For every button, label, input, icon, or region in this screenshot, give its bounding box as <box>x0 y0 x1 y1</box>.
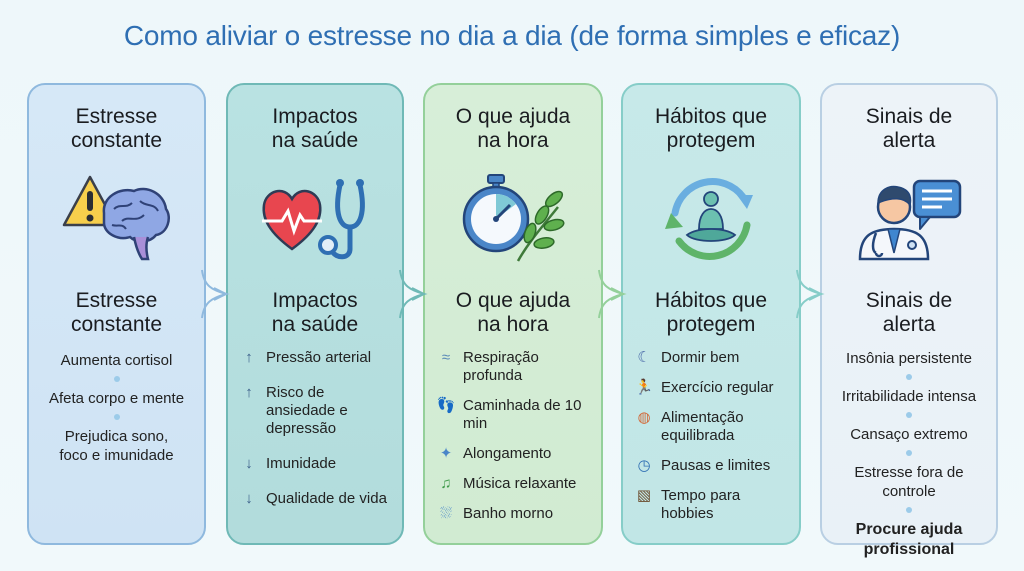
callout-seek-help: Procure ajuda profissional <box>855 521 963 558</box>
list-item: ↓ Imunidade <box>238 455 396 473</box>
list-item: ♫ Música relaxante <box>435 475 595 493</box>
list-item: ◍ Alimentação equilibrada <box>633 409 793 445</box>
card-list: ↑ Pressão arterial ↑ Risco de ansiedade … <box>228 349 402 508</box>
arrow-down-icon: ↓ <box>245 490 253 507</box>
card-heading: O que ajuda na hora <box>455 105 571 152</box>
list-item: Afeta corpo e mente <box>48 390 185 407</box>
card-list: ≈ Respiração profunda 👣 Caminhada de 10 … <box>425 349 601 523</box>
music-note-icon: ♫ <box>440 475 452 492</box>
card-heading: Impactos na saúde <box>271 105 359 152</box>
card-list: Aumenta cortisol Afeta corpo e mente Pre… <box>29 351 204 465</box>
card-o-que-ajuda: O que ajuda na hora O que ajuda na hora … <box>423 83 603 545</box>
footprints-icon: 👣 <box>436 397 456 414</box>
moon-stars-icon: ☾ <box>637 349 651 366</box>
shower-icon: ⛆ <box>439 505 452 522</box>
card-subheading: Impactos na saúde <box>271 289 359 336</box>
card-sinais-alerta: Sinais de alerta Sinais de alerta Insôni… <box>820 83 998 558</box>
page-title: Como aliviar o estresse no dia a dia (de… <box>123 20 901 51</box>
connector-arrow-icon <box>201 269 230 319</box>
list-item: ▧ Tempo para hobbies <box>633 487 793 523</box>
arrow-up-icon: ↑ <box>245 384 253 401</box>
card-subheading: Estresse constante <box>70 289 163 336</box>
list-item: Estresse fora de controle <box>854 464 964 500</box>
wind-icon: ≈ <box>441 349 451 366</box>
stretching-icon: ✦ <box>439 445 453 462</box>
card-estresse-constante: Estresse constante Estresse constante Au… <box>27 83 206 545</box>
bullet-dot <box>906 374 912 380</box>
connector-arrow-icon <box>796 269 825 319</box>
card-heading: Sinais de alerta <box>865 105 953 152</box>
list-item: 🏃 Exercício regular <box>634 379 774 396</box>
list-item: ↓ Qualidade de vida <box>238 490 396 508</box>
list-item: Insônia persistente <box>846 350 972 367</box>
plate-food-icon: ◍ <box>637 409 651 426</box>
list-item: Irritabilidade intensa <box>841 388 977 405</box>
list-item: ✦ Alongamento <box>435 445 595 463</box>
bullet-dot <box>906 507 912 513</box>
list-item: ↑ Pressão arterial <box>238 349 396 367</box>
card-heading: Hábitos que protegem <box>654 105 768 152</box>
meditation-cycle-icon <box>623 167 799 271</box>
card-heading: Estresse constante <box>70 105 163 152</box>
bullet-dot <box>113 414 120 420</box>
doctor-chat-icon <box>822 167 996 271</box>
card-list: ☾ Dormir bem 🏃 Exercício regular ◍ Alime… <box>623 349 799 523</box>
list-item: Aumenta cortisol <box>60 352 173 369</box>
bullet-dot <box>113 376 120 382</box>
heart-stethoscope-icon <box>228 167 402 271</box>
arrow-down-icon: ↓ <box>245 455 253 472</box>
running-icon: 🏃 <box>634 379 654 396</box>
clock-cup-icon: ◷ <box>637 457 651 474</box>
arrow-up-icon: ↑ <box>245 349 253 366</box>
list-item: Cansaço extremo <box>850 426 968 443</box>
card-subheading: Sinais de alerta <box>865 289 953 336</box>
warning-brain-icon <box>29 167 204 271</box>
card-subheading: Hábitos que protegem <box>654 289 768 336</box>
bullet-dot <box>906 450 912 456</box>
list-item: ≈ Respiração profunda <box>435 349 595 385</box>
connector-arrow-icon <box>598 269 627 319</box>
card-impactos-saude: Impactos na saúde Impactos na saúde ↑ Pr… <box>226 83 404 545</box>
card-habitos-protegem: Hábitos que protegem Hábitos que protege… <box>621 83 801 545</box>
bullet-dot <box>906 412 912 418</box>
list-item: ⛆ Banho morno <box>435 505 595 523</box>
card-list: Insônia persistente Irritabilidade inten… <box>822 349 996 560</box>
stopwatch-leaf-icon <box>425 167 601 271</box>
list-item: ↑ Risco de ansiedade e depressão <box>238 384 396 438</box>
connector-arrow-icon <box>399 269 428 319</box>
card-subheading: O que ajuda na hora <box>455 289 571 336</box>
list-item: ◷ Pausas e limites <box>633 457 793 475</box>
easel-brush-icon: ▧ <box>636 487 652 504</box>
list-item: ☾ Dormir bem <box>633 349 793 367</box>
list-item: Prejudica sono, foco e imunidade <box>59 428 174 464</box>
list-item: 👣 Caminhada de 10 min <box>436 397 582 432</box>
